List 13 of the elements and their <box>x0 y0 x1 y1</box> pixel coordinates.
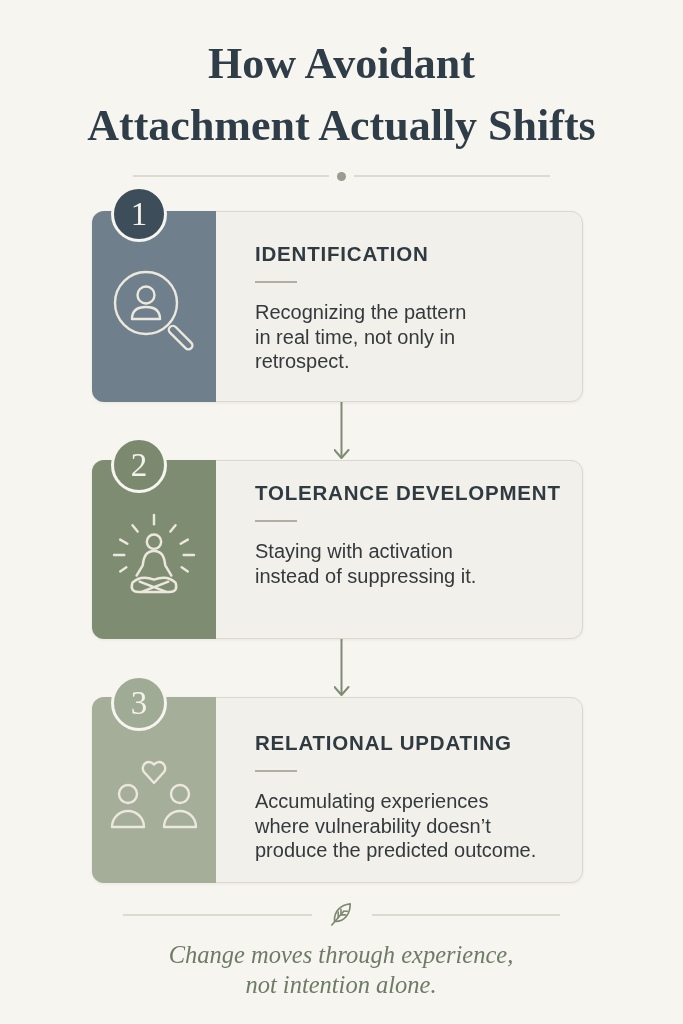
step-number: 1 <box>130 197 148 231</box>
step-description: Accumulating experiences where vulnerability doesn’t produce the predicted outcome. <box>255 789 538 863</box>
step-description: Recognizing the pattern in real time, not only in retrospect. <box>255 300 468 374</box>
step-heading: TOLERANCE DEVELOPMENT <box>255 481 561 505</box>
step-description: Staying with activation instead of suppressing it. <box>255 539 478 588</box>
step-heading: IDENTIFICATION <box>255 242 429 266</box>
caption: Change moves through experience, not intention alone. <box>167 940 515 1000</box>
step-number: 3 <box>130 686 148 720</box>
connector-arrow <box>333 401 350 459</box>
step-number: 2 <box>130 448 148 482</box>
connector-arrow <box>333 638 350 696</box>
step-heading: RELATIONAL UPDATING <box>255 731 512 755</box>
title: How Avoidant Attachment Actually Shifts <box>86 38 597 152</box>
